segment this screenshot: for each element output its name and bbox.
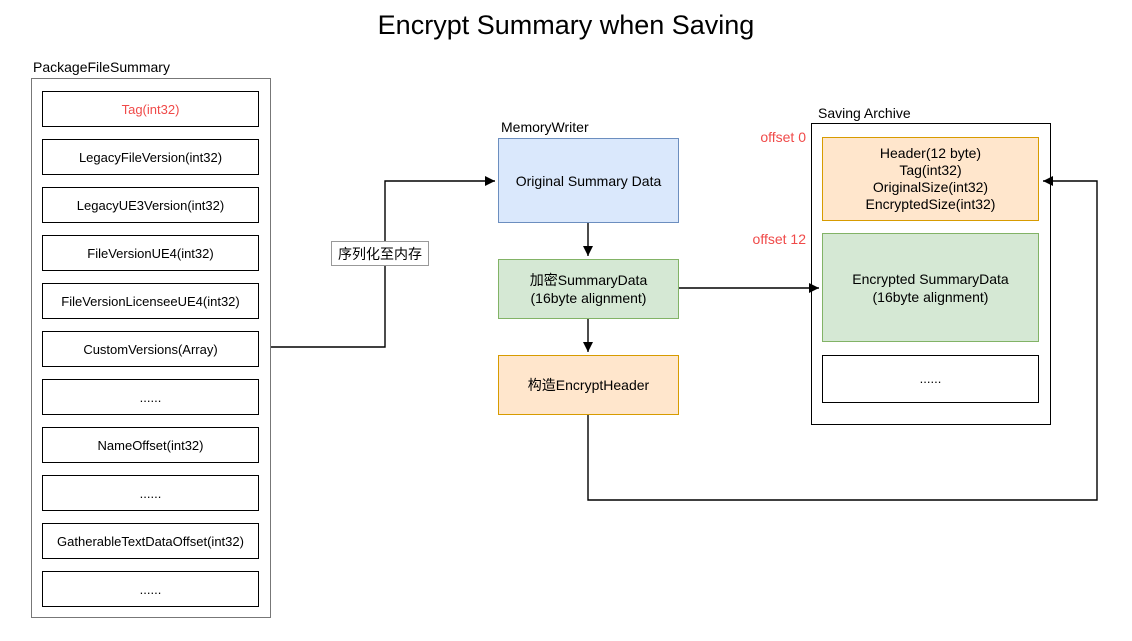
archive-encrypted-line1: Encrypted SummaryData [852, 270, 1009, 287]
archive-encrypted-line2: (16byte alignment) [872, 288, 989, 305]
saving-archive-label: Saving Archive [818, 105, 911, 121]
archive-header-line2: Tag(int32) [899, 162, 962, 178]
field-row-tag: Tag(int32) [42, 91, 259, 127]
package-file-summary-rows: Tag(int32) LegacyFileVersion(int32) Lega… [31, 78, 271, 618]
encrypt-summary-data-line2: (16byte alignment) [530, 290, 647, 306]
field-row-legacy-ue3-version: LegacyUE3Version(int32) [42, 187, 259, 223]
serialize-to-memory-label: 序列化至内存 [331, 241, 429, 266]
archive-encrypted-summary-box: Encrypted SummaryData (16byte alignment) [822, 233, 1039, 342]
field-row-file-version-ue4: FileVersionUE4(int32) [42, 235, 259, 271]
offset-0-label: offset 0 [760, 129, 806, 145]
archive-ellipsis-box: ...... [822, 355, 1039, 403]
archive-ellipsis-text: ...... [919, 371, 942, 386]
memory-writer-label: MemoryWriter [501, 119, 589, 135]
field-row-name-offset: NameOffset(int32) [42, 427, 259, 463]
package-file-summary-label: PackageFileSummary [33, 59, 170, 75]
archive-header-line3: OriginalSize(int32) [872, 179, 989, 195]
field-row-ellipsis: ...... [42, 379, 259, 415]
field-row-legacy-file-version: LegacyFileVersion(int32) [42, 139, 259, 175]
field-row-custom-versions: CustomVersions(Array) [42, 331, 259, 367]
field-row-gatherable-text-data-offset: GatherableTextDataOffset(int32) [42, 523, 259, 559]
original-summary-data-box: Original Summary Data [498, 138, 679, 223]
diagram-title: Encrypt Summary when Saving [377, 10, 755, 40]
archive-header-line1: Header(12 byte) [879, 145, 982, 161]
build-encrypt-header-text: 构造EncryptHeader [527, 377, 650, 393]
archive-header-box: Header(12 byte) Tag(int32) OriginalSize(… [822, 137, 1039, 221]
field-row-ellipsis: ...... [42, 475, 259, 511]
build-encrypt-header-box: 构造EncryptHeader [498, 355, 679, 415]
field-row-ellipsis: ...... [42, 571, 259, 607]
archive-header-line4: EncryptedSize(int32) [865, 196, 996, 212]
original-summary-data-text: Original Summary Data [515, 172, 662, 189]
field-row-file-version-licensee-ue4: FileVersionLicenseeUE4(int32) [42, 283, 259, 319]
encrypt-summary-data-line1: 加密SummaryData [529, 272, 648, 288]
encrypt-summary-data-box: 加密SummaryData (16byte alignment) [498, 259, 679, 319]
offset-12-label: offset 12 [752, 231, 806, 247]
